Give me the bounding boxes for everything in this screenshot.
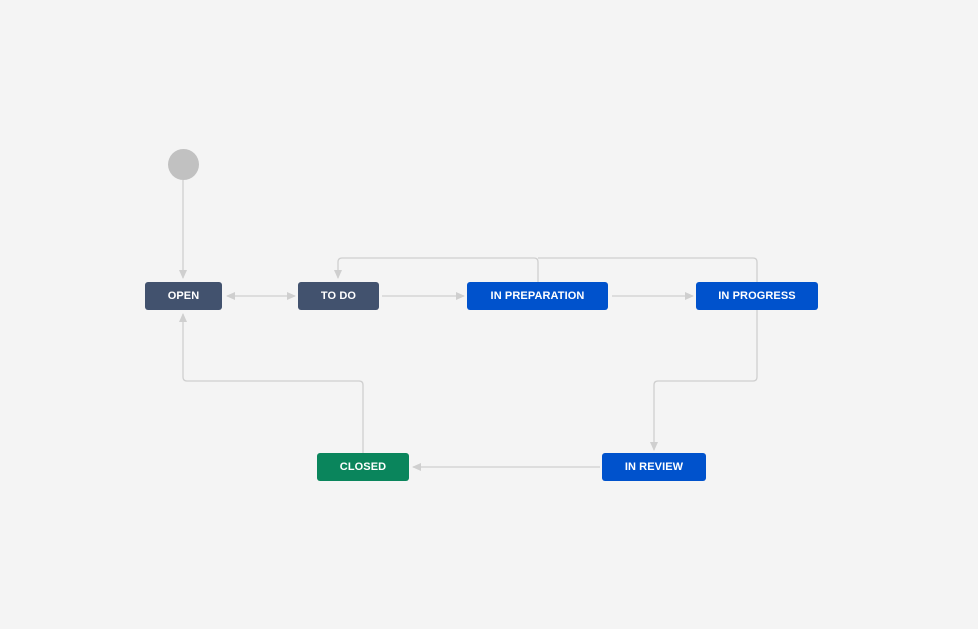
status-open[interactable]: OPEN <box>145 282 222 310</box>
status-closed[interactable]: CLOSED <box>317 453 409 481</box>
status-in-progress[interactable]: IN PROGRESS <box>696 282 818 310</box>
status-in-preparation[interactable]: IN PREPARATION <box>467 282 608 310</box>
transition-inprogress-inreview <box>650 310 758 451</box>
status-in-review[interactable]: IN REVIEW <box>602 453 706 481</box>
status-todo[interactable]: TO DO <box>298 282 379 310</box>
start-node[interactable] <box>168 149 199 180</box>
transition-inprep-todo <box>334 257 539 282</box>
transition-closed-open <box>179 313 364 453</box>
transition-inprogress-todo <box>538 257 758 282</box>
